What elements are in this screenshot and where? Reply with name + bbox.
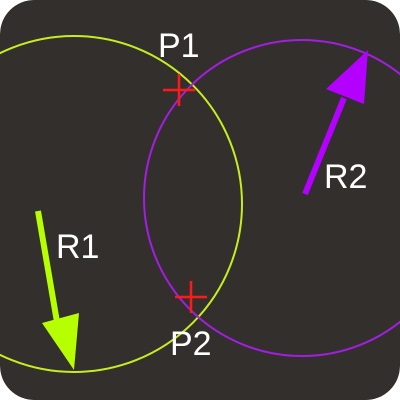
radius-arrow-1 — [35, 210, 79, 370]
label-r2: R2 — [324, 158, 367, 196]
radius-arrow-2-shaft — [302, 96, 347, 196]
circle-1 — [0, 35, 243, 373]
radius-arrow-2 — [302, 50, 368, 196]
label-p2: P2 — [170, 325, 212, 363]
radius-arrow-1-shaft — [35, 210, 60, 323]
label-p1: P1 — [158, 27, 200, 65]
label-r1: R1 — [56, 228, 99, 266]
radius-arrow-1-head — [42, 313, 79, 370]
intersection-p2-marker — [175, 281, 207, 313]
intersection-p1-marker — [163, 74, 195, 106]
radius-arrow-2-head — [326, 50, 368, 104]
circle-2 — [143, 39, 400, 357]
